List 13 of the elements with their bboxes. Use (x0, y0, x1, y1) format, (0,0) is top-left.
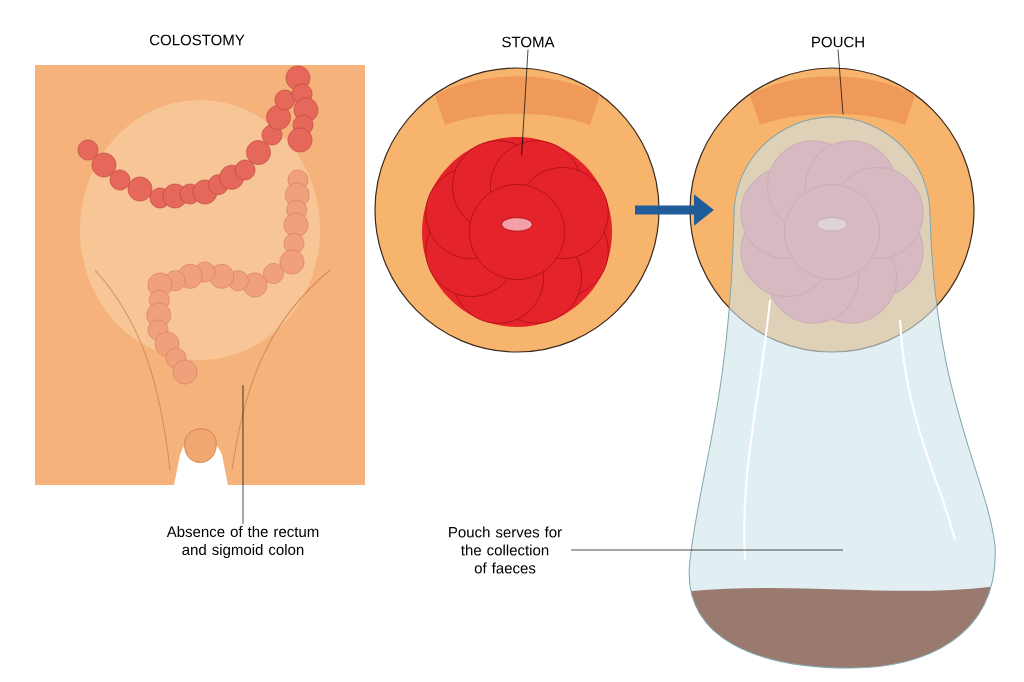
pouch-drawing (688, 116, 996, 669)
leader-line (837, 49, 844, 115)
leader-line (570, 549, 844, 551)
leader-line (521, 49, 529, 156)
callout-label: STOMA (502, 36, 555, 48)
callout-text: Absence of the rectum and sigmoid colon (166, 526, 319, 558)
colon-drawing (77, 65, 319, 385)
stoma-drawing (422, 137, 612, 327)
callout-label: POUCH (812, 36, 864, 48)
callout-text: Pouch serves for the collection of faeces (449, 526, 562, 574)
panel-title: COLOSTOMY (150, 34, 245, 46)
pouch-view-circle (689, 67, 975, 353)
leader-line (242, 384, 244, 525)
